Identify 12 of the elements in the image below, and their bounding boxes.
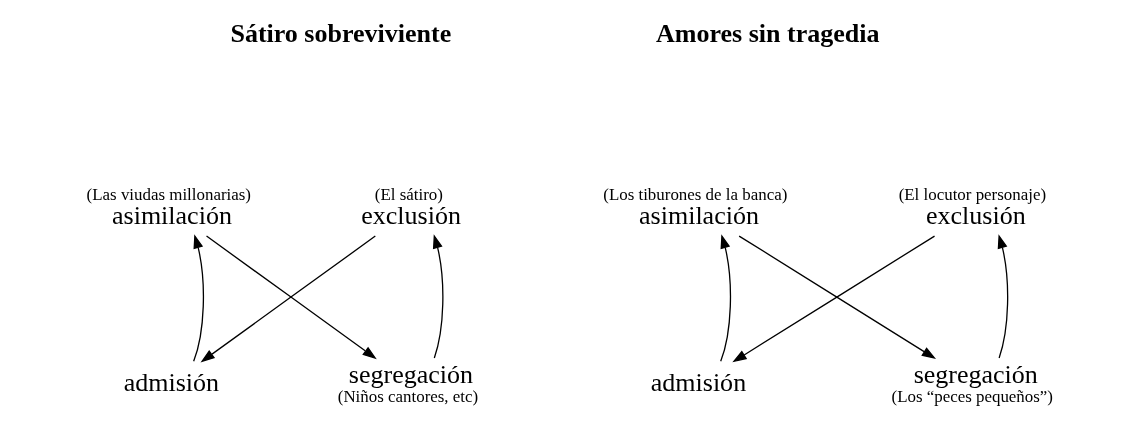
node-text: segregación — [348, 359, 473, 389]
node-label: (El locutor personaje) — [898, 185, 1046, 205]
label: Sátiro sobreviviente — [229, 19, 451, 49]
node-text: admisión — [650, 368, 746, 398]
node-text: segregación — [913, 359, 1038, 389]
arrow — [432, 234, 443, 359]
node-text: admisión — [123, 368, 219, 398]
arrow — [719, 234, 731, 362]
arrow — [192, 234, 204, 362]
label: Amores sin tragedia — [655, 19, 879, 49]
arrow — [997, 234, 1008, 359]
node-label: (El sátiro) — [374, 185, 443, 205]
